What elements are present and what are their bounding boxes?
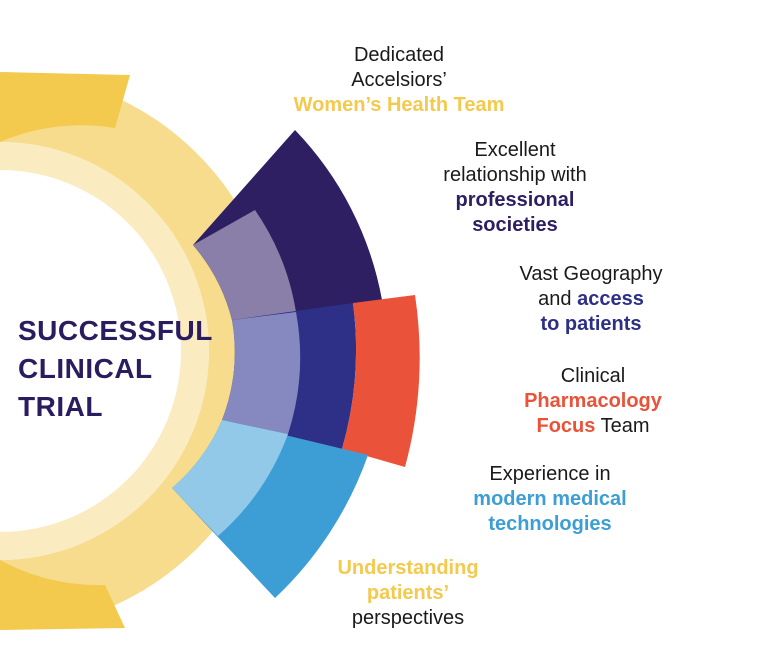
label-societies-highlight2: societies	[472, 214, 558, 236]
label-technologies: Experience in modern medical technologie…	[460, 462, 640, 537]
label-geography-line1: Vast Geography	[519, 263, 663, 285]
center-title-line3: TRIAL	[18, 391, 103, 422]
center-title: SUCCESSFUL CLINICAL TRIAL	[18, 312, 213, 426]
label-societies-highlight1: professional	[455, 189, 575, 211]
yellow-ring-dark-top	[0, 72, 130, 142]
label-pharma-team: Team	[595, 415, 650, 437]
label-geography: Vast Geography and access to patients	[506, 262, 676, 337]
label-womens-line2: Accelsiors’	[351, 69, 447, 91]
label-womens-highlight: Women’s Health Team	[293, 94, 505, 116]
label-geography-and: and	[538, 288, 578, 310]
segment-societies-inner	[193, 210, 296, 320]
label-tech-line1: Experience in	[489, 463, 611, 485]
label-tech-highlight1: modern medical	[473, 488, 627, 510]
label-womens-health: Dedicated Accelsiors’ Women’s Health Tea…	[286, 43, 512, 118]
label-geography-highlight1: access	[577, 288, 644, 310]
yellow-ring-dark-bottom	[0, 560, 125, 630]
label-pharma-highlight2: Focus	[536, 415, 596, 437]
label-patients: Understanding patients’ perspectives	[328, 556, 488, 631]
label-pharmacology: Clinical Pharmacology Focus Team	[508, 364, 678, 439]
label-pharma-line1: Clinical	[560, 365, 626, 387]
segment-technologies-inner	[172, 420, 288, 536]
label-societies: Excellent relationship with professional…	[420, 138, 610, 238]
label-geography-highlight2: to patients	[540, 313, 642, 335]
label-patients-line3: perspectives	[351, 607, 465, 629]
label-patients-highlight1: Understanding	[337, 557, 479, 579]
center-title-line2: CLINICAL	[18, 353, 153, 384]
yellow-ring-inner	[0, 142, 209, 560]
label-pharma-highlight1: Pharmacology	[524, 390, 662, 412]
segment-access-inner	[222, 312, 301, 434]
label-societies-line2: relationship with	[443, 164, 587, 186]
label-womens-line1: Dedicated	[353, 44, 445, 66]
label-societies-line1: Excellent	[474, 139, 556, 161]
label-patients-highlight2: patients’	[366, 582, 450, 604]
center-title-line1: SUCCESSFUL	[18, 315, 213, 346]
label-tech-highlight2: technologies	[488, 513, 612, 535]
segment-pharmacology	[342, 295, 420, 467]
